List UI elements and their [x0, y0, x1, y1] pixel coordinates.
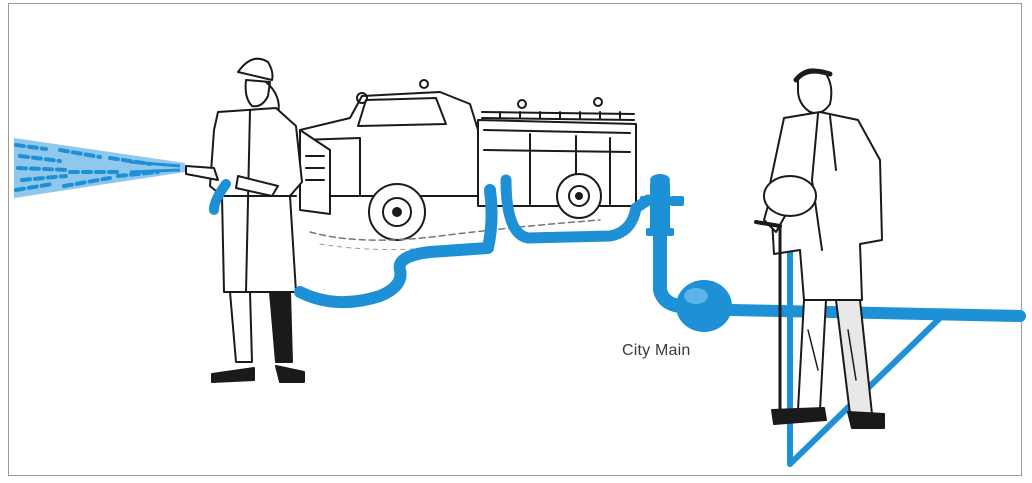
water-spray-icon: [14, 138, 185, 198]
water-pipe-network: [214, 180, 1020, 464]
gate-valve-icon: [676, 280, 732, 332]
city-official-figure: [756, 69, 884, 428]
fire-hydrant-icon: [640, 174, 684, 236]
city-main-label: City Main: [622, 342, 690, 360]
firefighter-figure: [186, 59, 304, 382]
fire-truck-illustration: [300, 80, 636, 250]
